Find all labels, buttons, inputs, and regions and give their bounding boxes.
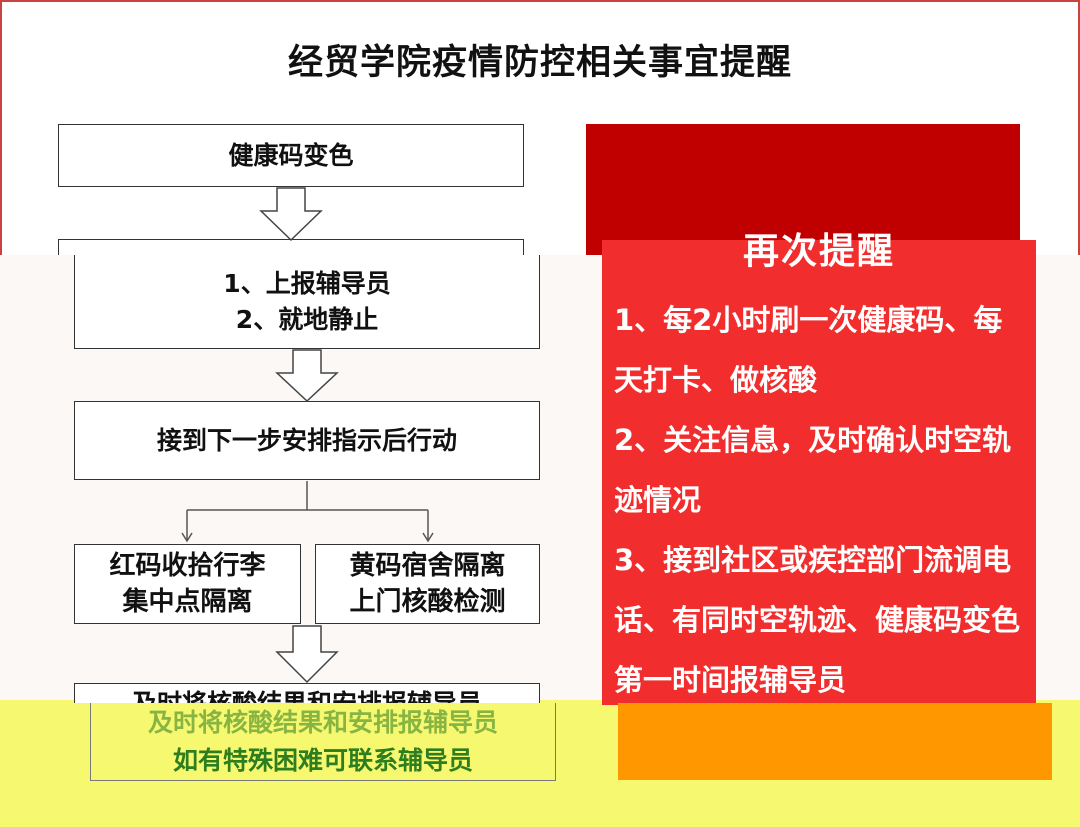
reminder-item: 1、每2小时刷一次健康码、每天打卡、做核酸: [614, 303, 1003, 397]
flow-step-report-result-top: 及时将核酸结果和安排报辅导员: [74, 683, 540, 703]
branch-connector-icon: [181, 481, 434, 543]
reminder-panel-top: [586, 124, 1020, 255]
flow-branch-yellow-code: 黄码宿舍隔离 上门核酸检测: [315, 544, 540, 624]
down-arrow-icon: [259, 187, 323, 242]
down-arrow-icon: [275, 625, 339, 684]
page-title: 经贸学院疫情防控相关事宜提醒: [287, 43, 792, 83]
reminder-panel-bottom: [618, 703, 1052, 780]
reminder-title: 再次提醒: [742, 231, 895, 272]
flow-step-follow-instructions: 接到下一步安排指示后行动: [74, 401, 540, 480]
flow-step-health-code-change: 健康码变色: [58, 124, 524, 187]
flow-branch-red-code: 红码收拾行李 集中点隔离: [74, 544, 301, 624]
flow-step-report-counselor: 1、上报辅导员 2、就地静止: [74, 255, 540, 349]
reminder-list: 1、每2小时刷一次健康码、每天打卡、做核酸 2、关注信息，及时确认时空轨迹情况 …: [614, 290, 1028, 710]
reminder-item: 2、关注信息，及时确认时空轨迹情况: [614, 423, 1012, 517]
reminder-item: 3、接到社区或疾控部门流调电话、有同时空轨迹、健康码变色第一时间报辅导员: [614, 543, 1021, 697]
flow-step-report-result: 及时将核酸结果和安排报辅导员 如有特殊困难可联系辅导员: [90, 703, 556, 781]
flow-step-report-result-line2: 如有特殊困难可联系辅导员: [172, 745, 473, 775]
flow-step-report-result-line1: 及时将核酸结果和安排报辅导员: [132, 684, 482, 703]
flow-step-report-result-line1-echo: 及时将核酸结果和安排报辅导员: [147, 707, 498, 737]
reminder-panel: [602, 240, 1036, 705]
down-arrow-icon: [275, 349, 339, 403]
